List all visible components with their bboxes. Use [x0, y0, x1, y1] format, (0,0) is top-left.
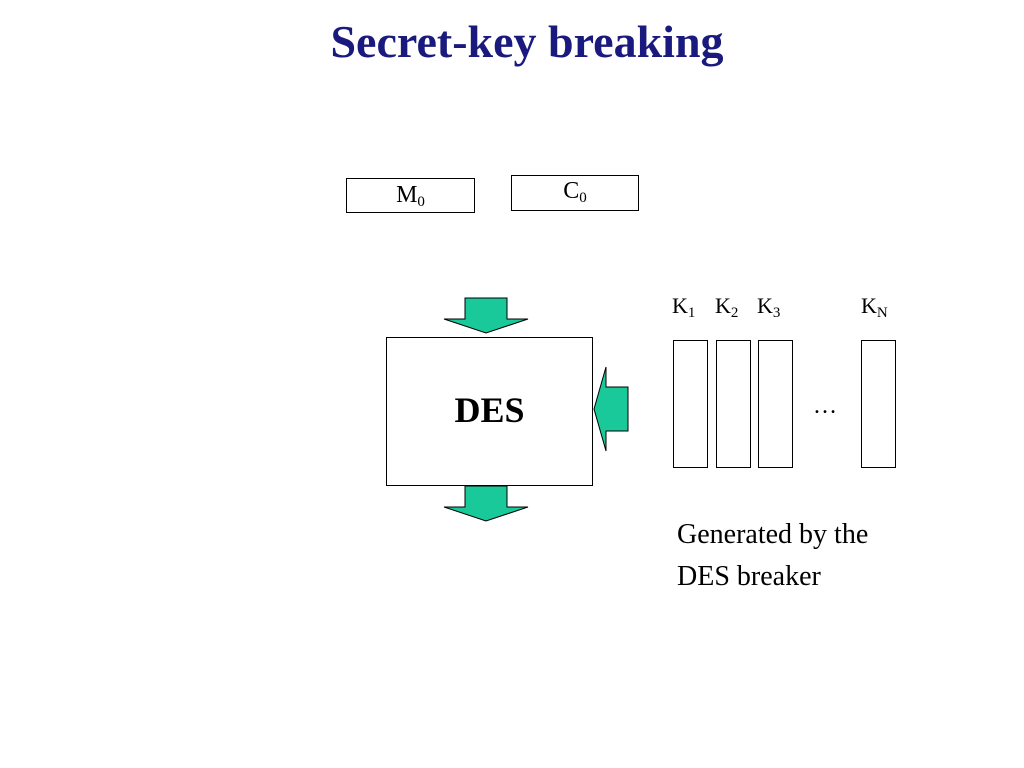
output-arrow-icon — [443, 485, 529, 522]
ciphertext-label: C0 — [563, 178, 587, 206]
key-generator-caption: Generated by the DES breaker — [677, 514, 977, 598]
plaintext-label: M0 — [396, 182, 425, 210]
key-label-2: K2 — [715, 293, 739, 321]
key-bar-1 — [673, 340, 708, 468]
key-bar-2 — [716, 340, 751, 468]
caption-line-2: DES breaker — [677, 561, 821, 592]
key-bar-3 — [758, 340, 793, 468]
key-label-n: KN — [861, 293, 888, 321]
des-label: DES — [454, 390, 525, 430]
des-box: DES — [386, 337, 593, 486]
ellipsis: … — [813, 393, 837, 419]
slide-title: Secret-key breaking — [330, 16, 724, 67]
plaintext-box: M0 — [346, 178, 475, 213]
ciphertext-box: C0 — [511, 175, 639, 211]
caption-line-1: Generated by the — [677, 519, 869, 550]
input-arrow-icon — [443, 297, 529, 334]
key-label-1: K1 — [672, 293, 696, 321]
key-bar-n — [861, 340, 896, 468]
key-input-arrow-icon — [593, 366, 629, 452]
key-label-3: K3 — [757, 293, 781, 321]
